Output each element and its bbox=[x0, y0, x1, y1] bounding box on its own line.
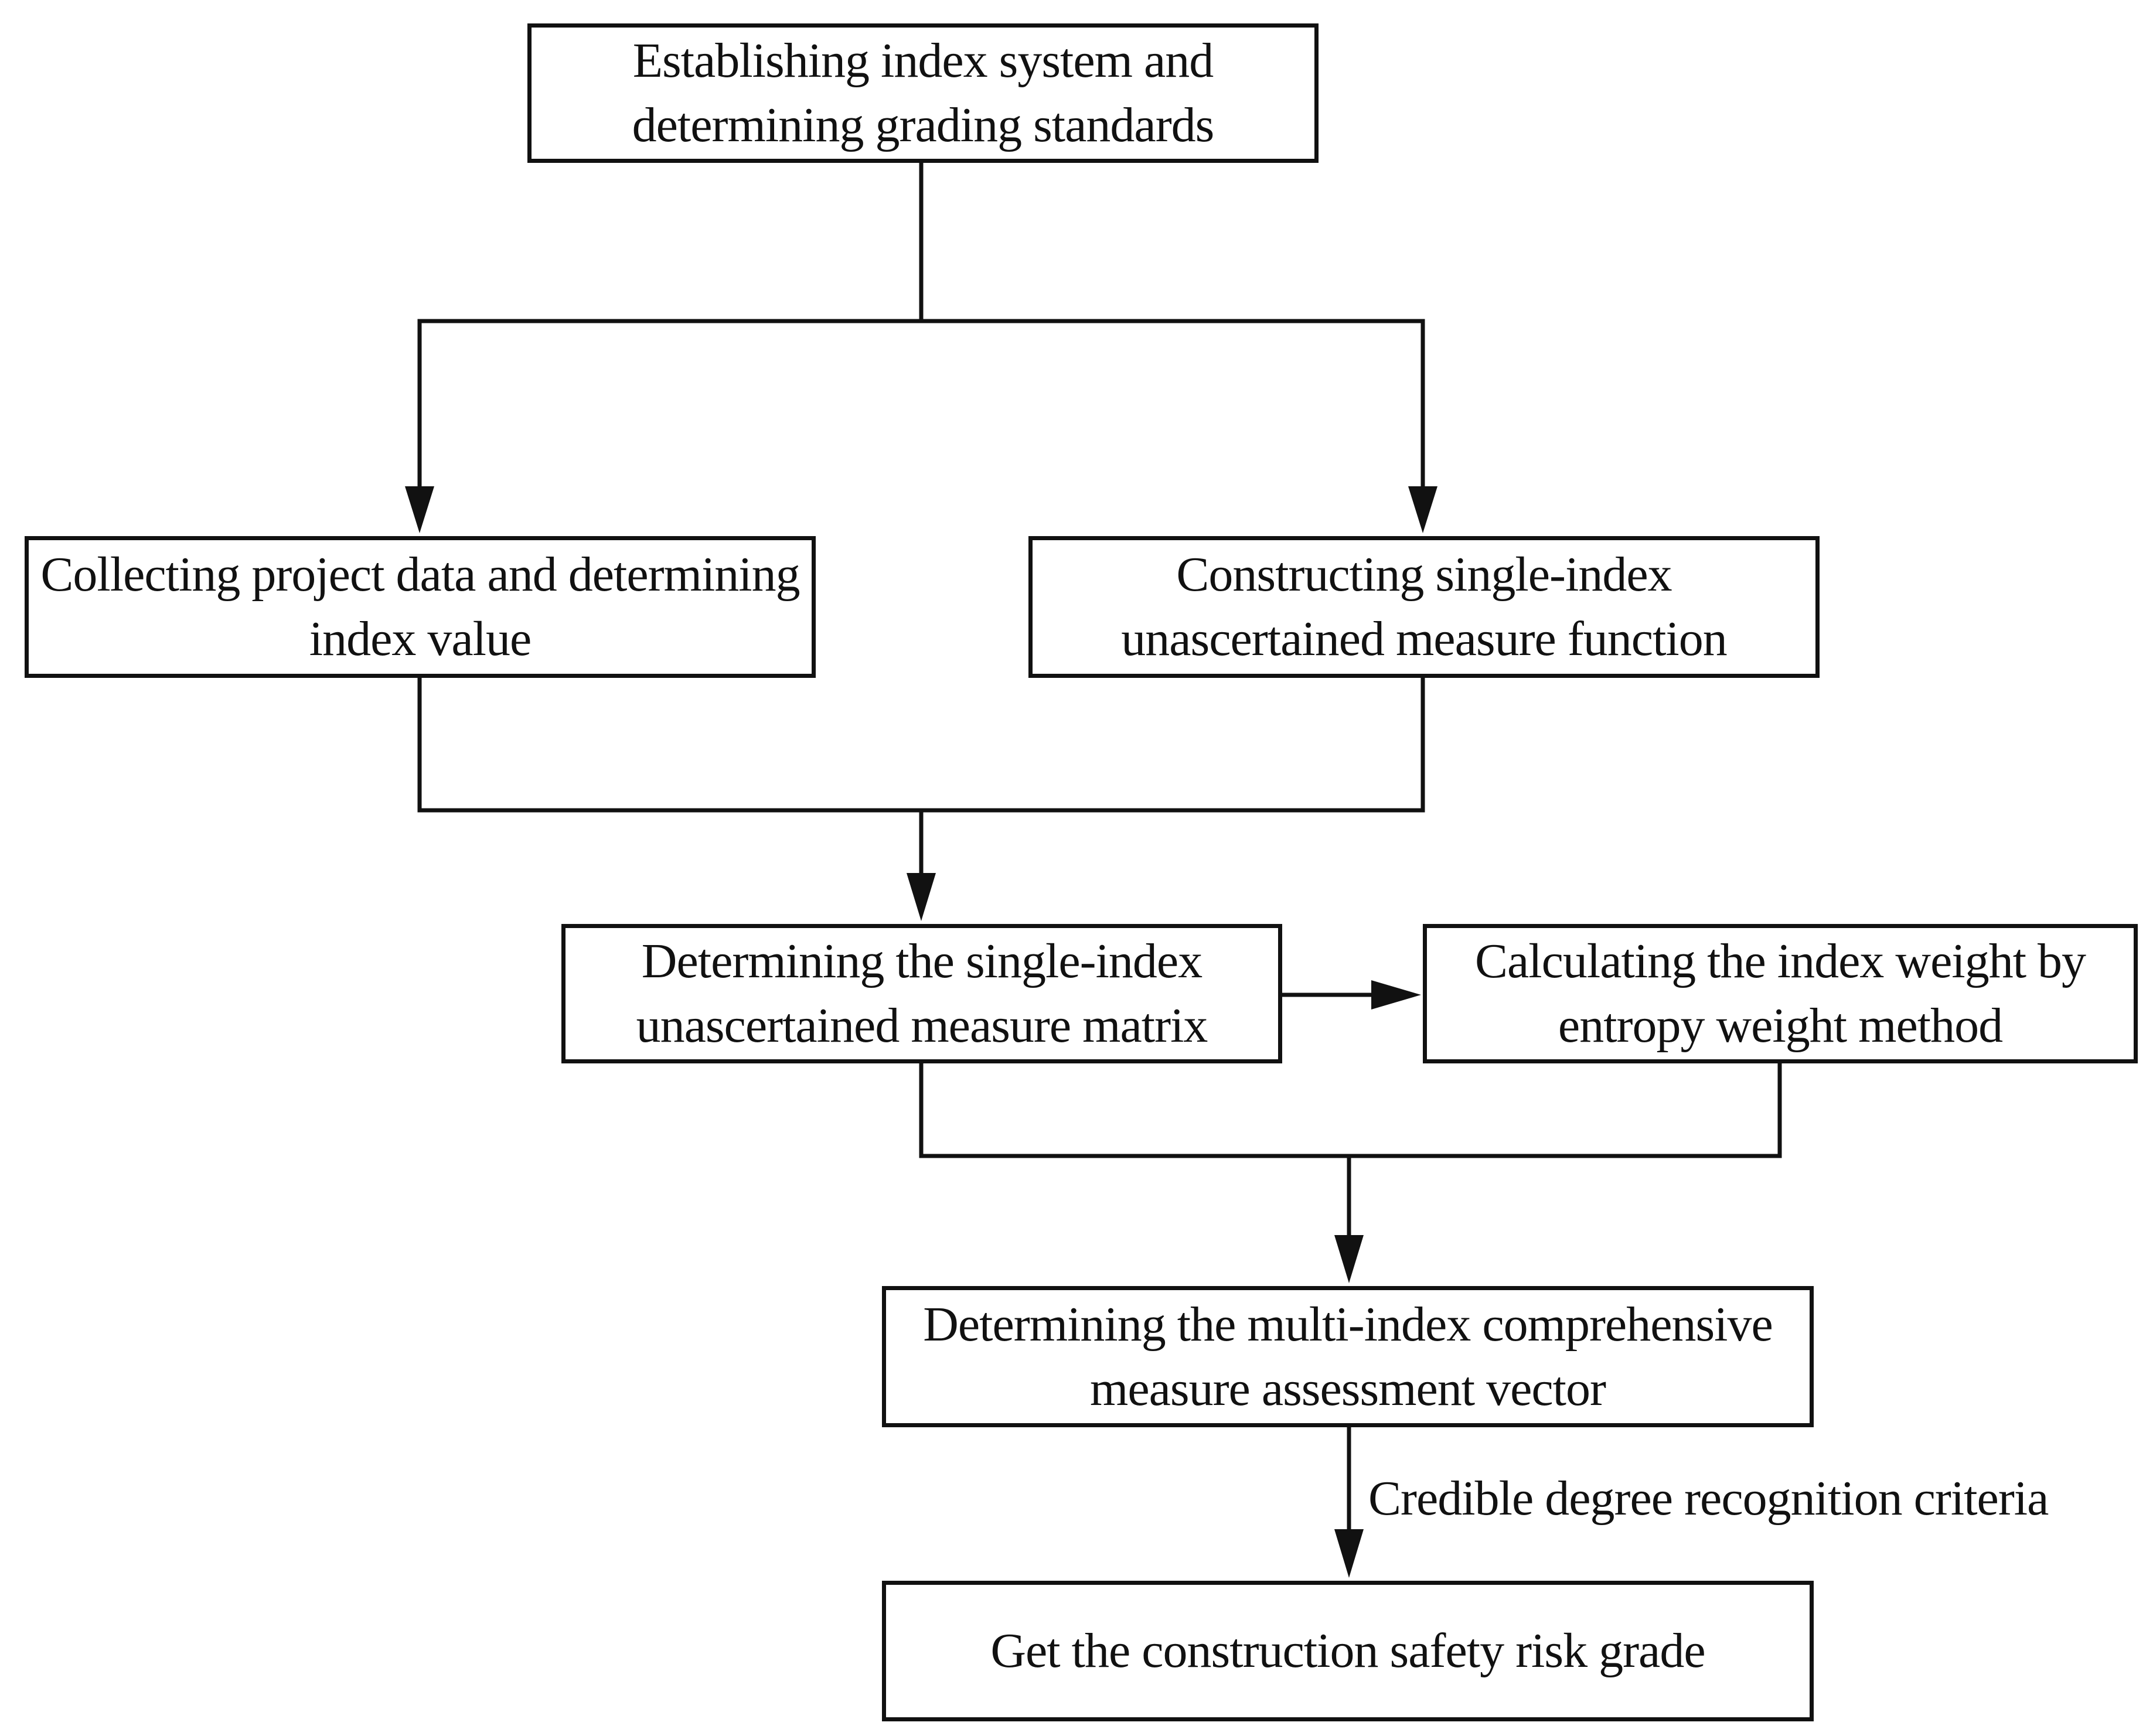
edge-label-credible-degree: Credible degree recognition criteria bbox=[1368, 1471, 2049, 1526]
node-vector-label: Determining the multi-index comprehensiv… bbox=[923, 1297, 1773, 1416]
arrowhead-to-construct bbox=[1408, 486, 1437, 533]
arrowhead-to-grade bbox=[1334, 1529, 1364, 1578]
node-establish-label: Establishing index system and determinin… bbox=[632, 33, 1215, 152]
node-grade-label: Get the construction safety risk grade bbox=[990, 1624, 1705, 1678]
node-construct-measure-function: Constructing single-index unascertained … bbox=[1028, 536, 1820, 678]
node-collect-label: Collecting project data and determining … bbox=[40, 547, 800, 666]
node-collect-project-data: Collecting project data and determining … bbox=[25, 536, 816, 678]
arrowhead-to-collect bbox=[405, 486, 434, 533]
arrowhead-to-vector bbox=[1334, 1235, 1364, 1283]
arrowhead-to-matrix bbox=[907, 873, 936, 921]
node-construct-label: Constructing single-index unascertained … bbox=[1121, 547, 1728, 666]
node-entropy-weight: Calculating the index weight by entropy … bbox=[1423, 924, 2138, 1063]
node-matrix-label: Determining the single-index unascertain… bbox=[636, 934, 1208, 1053]
node-assessment-vector: Determining the multi-index comprehensiv… bbox=[882, 1286, 1814, 1427]
node-entropy-label: Calculating the index weight by entropy … bbox=[1474, 934, 2086, 1053]
arrowhead-to-entropy bbox=[1371, 980, 1421, 1009]
node-risk-grade: Get the construction safety risk grade bbox=[882, 1581, 1814, 1721]
node-measure-matrix: Determining the single-index unascertain… bbox=[561, 924, 1282, 1063]
node-establish-index-system: Establishing index system and determinin… bbox=[527, 23, 1319, 163]
